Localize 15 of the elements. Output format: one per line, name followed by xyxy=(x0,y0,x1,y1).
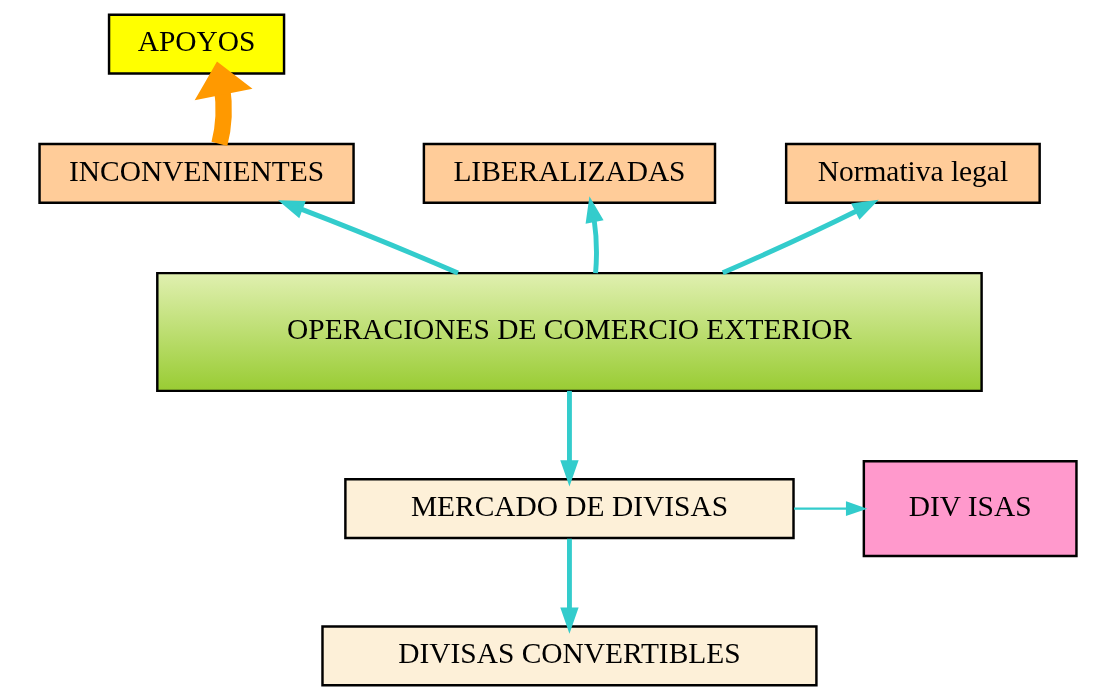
arrow xyxy=(793,501,867,517)
node-box: DIV ISAS xyxy=(862,460,1078,558)
arrow xyxy=(585,196,604,274)
node-box: OPERACIONES DE COMERCIO EXTERIOR xyxy=(155,271,983,393)
arrow xyxy=(721,199,879,276)
node-box: Normativa legal xyxy=(784,142,1041,205)
node-box: INCONVENIENTES xyxy=(37,142,355,205)
arrow xyxy=(559,390,579,487)
arrow xyxy=(277,200,459,276)
arrow xyxy=(559,538,579,634)
node-box: APOYOS xyxy=(107,13,285,75)
node-box: MERCADO DE DIVISAS xyxy=(343,478,795,540)
node-box: LIBERALIZADAS xyxy=(422,142,716,205)
arrow xyxy=(194,61,252,146)
node-box: DIVISAS CONVERTIBLES xyxy=(320,625,818,687)
